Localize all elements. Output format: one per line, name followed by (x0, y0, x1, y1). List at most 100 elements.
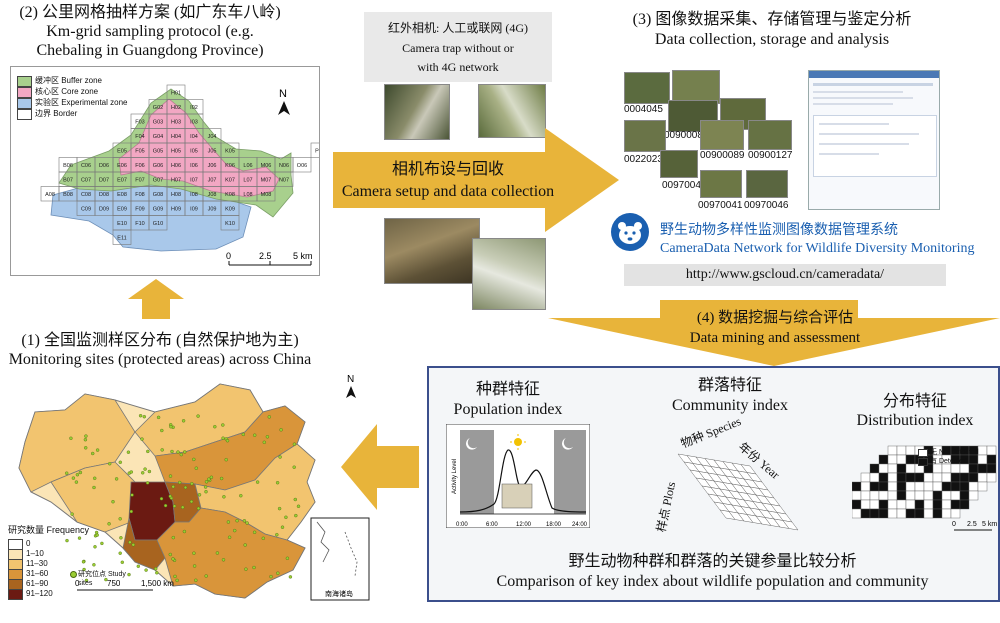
study-site-dot (294, 513, 298, 518)
grid-cell-id: E07 (117, 177, 127, 183)
distribution-cell (860, 490, 871, 501)
night-shade-left (460, 430, 494, 514)
distribution-cell (977, 445, 988, 456)
distribution-cell (905, 481, 916, 492)
software-screenshot (808, 70, 940, 210)
study-site-dot (192, 457, 196, 462)
trap-id-2: 0090008 (664, 130, 703, 141)
setup-label-cn: 相机布设与回收 (391, 161, 504, 178)
distribution-cell (923, 472, 934, 483)
bear-logo-icon (611, 213, 649, 251)
cube-cell (782, 520, 799, 531)
study-site-dot (84, 434, 88, 438)
deer-photo (384, 218, 480, 284)
distribution-cell (959, 481, 970, 492)
study-site-dot (181, 419, 186, 423)
study-site-dot (75, 472, 80, 477)
study-site-dot (153, 567, 158, 571)
step4-title-en: Data mining and assessment (689, 330, 861, 346)
china-map: N 南海诸岛 0 750 1,500 km (18, 374, 370, 601)
grid-cell-id: K07 (225, 177, 235, 183)
study-site-dot (118, 460, 123, 465)
study-site-dot (189, 499, 194, 504)
freq-label-3: 31–60 (26, 569, 49, 578)
study-site-dot (292, 442, 297, 446)
study-site-dot (107, 522, 111, 526)
legend-experimental: 实验区 Experimental zone (35, 98, 128, 107)
study-site-dot (207, 477, 211, 481)
study-site-dot (252, 565, 256, 570)
grid-cell-id: K05 (225, 148, 235, 154)
study-site-dot (65, 471, 69, 475)
grid-cell-id: K09 (225, 206, 235, 212)
comparison-title-en: Comparison of key index about wildlife p… (496, 573, 929, 590)
study-site-dot (232, 528, 237, 533)
grid-cell-id: I03 (190, 119, 198, 125)
grid-cell-id: E10 (117, 221, 127, 227)
grid-cell-id: M06 (261, 163, 272, 169)
distribution-cell (896, 445, 907, 456)
camera-label-box: 红外相机: 人工或联网 (4G) Camera trap without or … (364, 12, 552, 82)
study-site-dot (278, 455, 282, 459)
distribution-cell (923, 490, 934, 501)
distribution-cell (968, 481, 979, 492)
distribution-cell (950, 499, 961, 510)
study-site-dot (176, 450, 180, 454)
study-site-dot (82, 567, 86, 572)
grid-cell-id: F04 (135, 134, 144, 140)
grid-cell-id: E06 (117, 163, 127, 169)
study-site-dot (221, 436, 225, 440)
study-site-dot (241, 432, 246, 437)
distribution-cell (869, 481, 880, 492)
arrow-right-icon (333, 128, 619, 232)
distribution-cell (887, 472, 898, 483)
distribution-cell (852, 490, 862, 501)
study-site-dot (111, 499, 115, 504)
distribution-cell (869, 508, 880, 519)
legend-swatch-experimental (17, 98, 32, 109)
step1-title-cn: (1) 全国监测样区分布 (自然保护地为主) (21, 332, 299, 349)
step2-title-en-1: Km-grid sampling protocol (e.g. (46, 23, 254, 40)
grid-cell-id: D08 (99, 192, 109, 198)
distribution-cell (878, 490, 889, 501)
distribution-cell (887, 508, 898, 519)
distribution-cell (986, 445, 997, 456)
activity-tick-1: 6:00 (486, 522, 498, 528)
step3-title-en: Data collection, storage and analysis (654, 31, 890, 48)
north-arrow-icon (278, 101, 290, 115)
grid-cell-id: L06 (243, 163, 252, 169)
database-url[interactable]: http://www.gscloud.cn/cameradata/ (624, 264, 946, 286)
grid-cell-id: G02 (153, 105, 163, 111)
distribution-cell (959, 472, 970, 483)
grid-cell-id: G10 (153, 221, 163, 227)
study-site-dot (204, 480, 209, 484)
study-site-dot (252, 530, 257, 535)
grid-cell-id: F06 (135, 163, 144, 169)
study-site-dot (74, 480, 79, 484)
study-site-dot (92, 563, 96, 567)
china-scale-mid: 750 (107, 579, 121, 588)
freq-label-5: 91–120 (26, 589, 53, 598)
study-site-dot (169, 425, 173, 429)
study-site-dot (160, 428, 164, 433)
activity-tick-3: 18:00 (546, 522, 562, 528)
distribution-cell (905, 508, 916, 519)
distribution-cell (932, 490, 943, 501)
distribution-cell (905, 499, 916, 510)
distribution-cell (860, 481, 871, 492)
moon-left-icon (466, 438, 477, 450)
study-site-dot (243, 543, 247, 547)
study-site-dot (146, 449, 150, 454)
study-site-dot (90, 451, 95, 456)
scale-label-0: 0 (226, 251, 231, 261)
step2-title-en-2: Chebaling in Guangdong Province) (36, 42, 264, 59)
distribution-cell (905, 454, 916, 465)
freq-label-0: 0 (26, 539, 31, 548)
distribution-cell (914, 508, 925, 519)
china-scale-end: 1,500 km (141, 579, 174, 588)
study-site-dot (160, 448, 164, 452)
distribution-cell (896, 499, 907, 510)
distribution-cell (896, 463, 907, 474)
